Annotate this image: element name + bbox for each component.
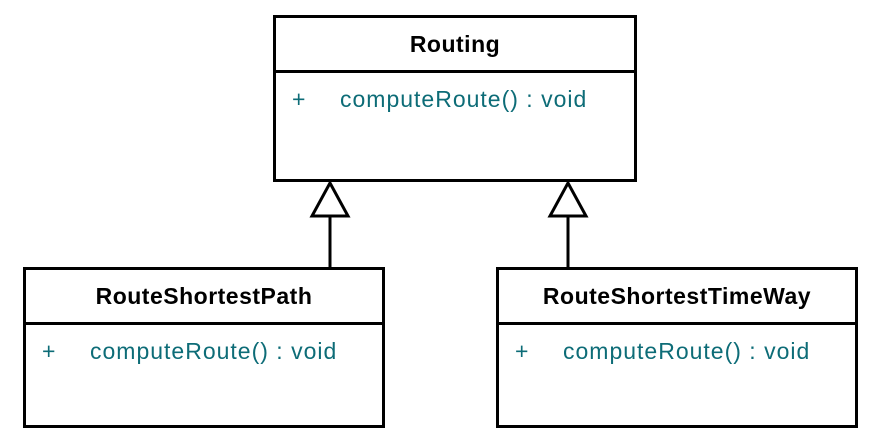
- method-signature: computeRoute() : void: [563, 338, 811, 364]
- generalization-arrow-route-shortest-time-way: [547, 179, 589, 268]
- class-box-routing: Routing + computeRoute() : void: [273, 15, 637, 182]
- methods-compartment: + computeRoute() : void: [276, 73, 634, 113]
- visibility-symbol: +: [515, 338, 530, 364]
- visibility-symbol: +: [42, 338, 57, 364]
- method-entry: + computeRoute() : void: [515, 338, 851, 365]
- hollow-triangle-icon: [309, 179, 351, 218]
- methods-compartment: + computeRoute() : void: [499, 325, 855, 365]
- hollow-triangle-icon: [547, 179, 589, 218]
- method-signature: computeRoute() : void: [90, 338, 338, 364]
- visibility-symbol: +: [292, 86, 307, 112]
- class-box-route-shortest-path: RouteShortestPath + computeRoute() : voi…: [23, 267, 385, 428]
- class-name: RouteShortestPath: [26, 270, 382, 325]
- class-name: Routing: [276, 18, 634, 73]
- class-name: RouteShortestTimeWay: [499, 270, 855, 325]
- method-entry: + computeRoute() : void: [292, 86, 630, 113]
- method-signature: computeRoute() : void: [340, 86, 588, 112]
- generalization-arrow-route-shortest-path: [309, 179, 351, 268]
- method-entry: + computeRoute() : void: [42, 338, 378, 365]
- methods-compartment: + computeRoute() : void: [26, 325, 382, 365]
- class-box-route-shortest-time-way: RouteShortestTimeWay + computeRoute() : …: [496, 267, 858, 428]
